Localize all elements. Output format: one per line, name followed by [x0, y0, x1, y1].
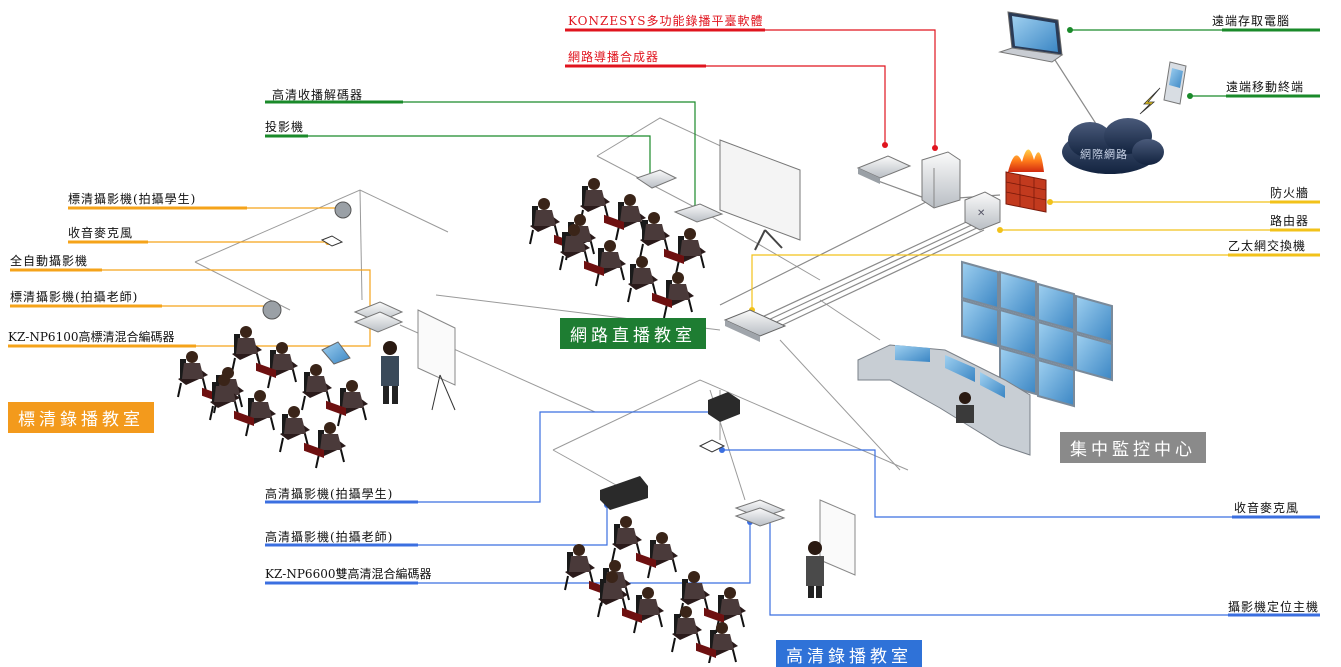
label-auto-camera: 全自動攝影機 — [10, 254, 89, 268]
firewall-icon — [1005, 149, 1047, 213]
microphone-icon — [320, 235, 344, 247]
label-sd-camera-students: 標清攝影機(拍攝學生) — [68, 192, 197, 206]
whiteboard-icon-2 — [819, 499, 856, 576]
label-internet-cloud: 網際網路 — [1080, 148, 1128, 161]
label-hd-camera-teacher: 高清攝影機(拍攝老師) — [265, 530, 394, 544]
projector-icon — [635, 169, 678, 189]
ethernet-switch-icon — [723, 309, 787, 337]
whiteboard-icon — [417, 309, 456, 411]
dome-camera-icon — [334, 201, 352, 219]
label-remote-mobile: 遠端移動終端 — [1226, 80, 1305, 94]
operator-icon — [956, 392, 974, 423]
label-network-director-synth: 網路導播合成器 — [568, 50, 660, 64]
label-hd-camera-students: 高清攝影機(拍攝學生) — [265, 487, 394, 501]
video-wall-icon — [961, 260, 1113, 408]
label-np6600-encoder: KZ-NP6600雙高清混合編碼器 — [265, 567, 432, 581]
room-central-monitoring: 集中監控中心 — [1060, 432, 1206, 463]
label-router: 路由器 — [1270, 214, 1310, 228]
decoder-icon — [673, 203, 724, 223]
label-mic-right: 收音麥克風 — [1234, 501, 1300, 515]
microphone-icon-2 — [698, 439, 726, 453]
students-group-3 — [565, 516, 746, 663]
laptop-icon-2 — [321, 341, 351, 365]
dome-camera-icon-2 — [262, 300, 282, 320]
hd-camera-icon-2 — [600, 476, 648, 510]
cloud-icon — [1062, 118, 1164, 174]
label-mic-left: 收音麥克風 — [68, 226, 134, 240]
synth-box-icon — [856, 155, 912, 179]
label-camera-positioning-host: 攝影機定位主機 — [1228, 600, 1320, 614]
label-firewall: 防火牆 — [1270, 186, 1310, 200]
lightning-icon — [1139, 87, 1161, 115]
projection-screen-icon — [719, 139, 801, 251]
label-konzesys-software: KONZESYS多功能錄播平臺軟體 — [568, 14, 764, 28]
server-icon — [921, 151, 961, 209]
label-sd-camera-teacher: 標清攝影機(拍攝老師) — [10, 290, 139, 304]
teacher-icon-2 — [806, 541, 824, 598]
hd-camera-icon — [708, 392, 740, 422]
teacher-icon — [381, 341, 399, 404]
label-hd-decoder: 高清收播解碼器 — [272, 88, 364, 102]
room-network-live: 網路直播教室 — [560, 318, 706, 349]
mobile-phone-icon — [1163, 61, 1187, 105]
label-np6100-encoder: KZ-NP6100高標清混合編碼器 — [8, 330, 175, 344]
control-desk-icon — [857, 344, 1031, 456]
router-icon: ✕ — [964, 191, 1001, 231]
room-sd-recording: 標清錄播教室 — [8, 402, 154, 433]
svg-text:✕: ✕ — [977, 208, 985, 219]
label-projector: 投影機 — [265, 120, 305, 134]
label-remote-pc: 遠端存取電腦 — [1212, 14, 1291, 28]
laptop-icon — [998, 11, 1064, 63]
label-ethernet-switch: 乙太網交換機 — [1228, 239, 1307, 253]
